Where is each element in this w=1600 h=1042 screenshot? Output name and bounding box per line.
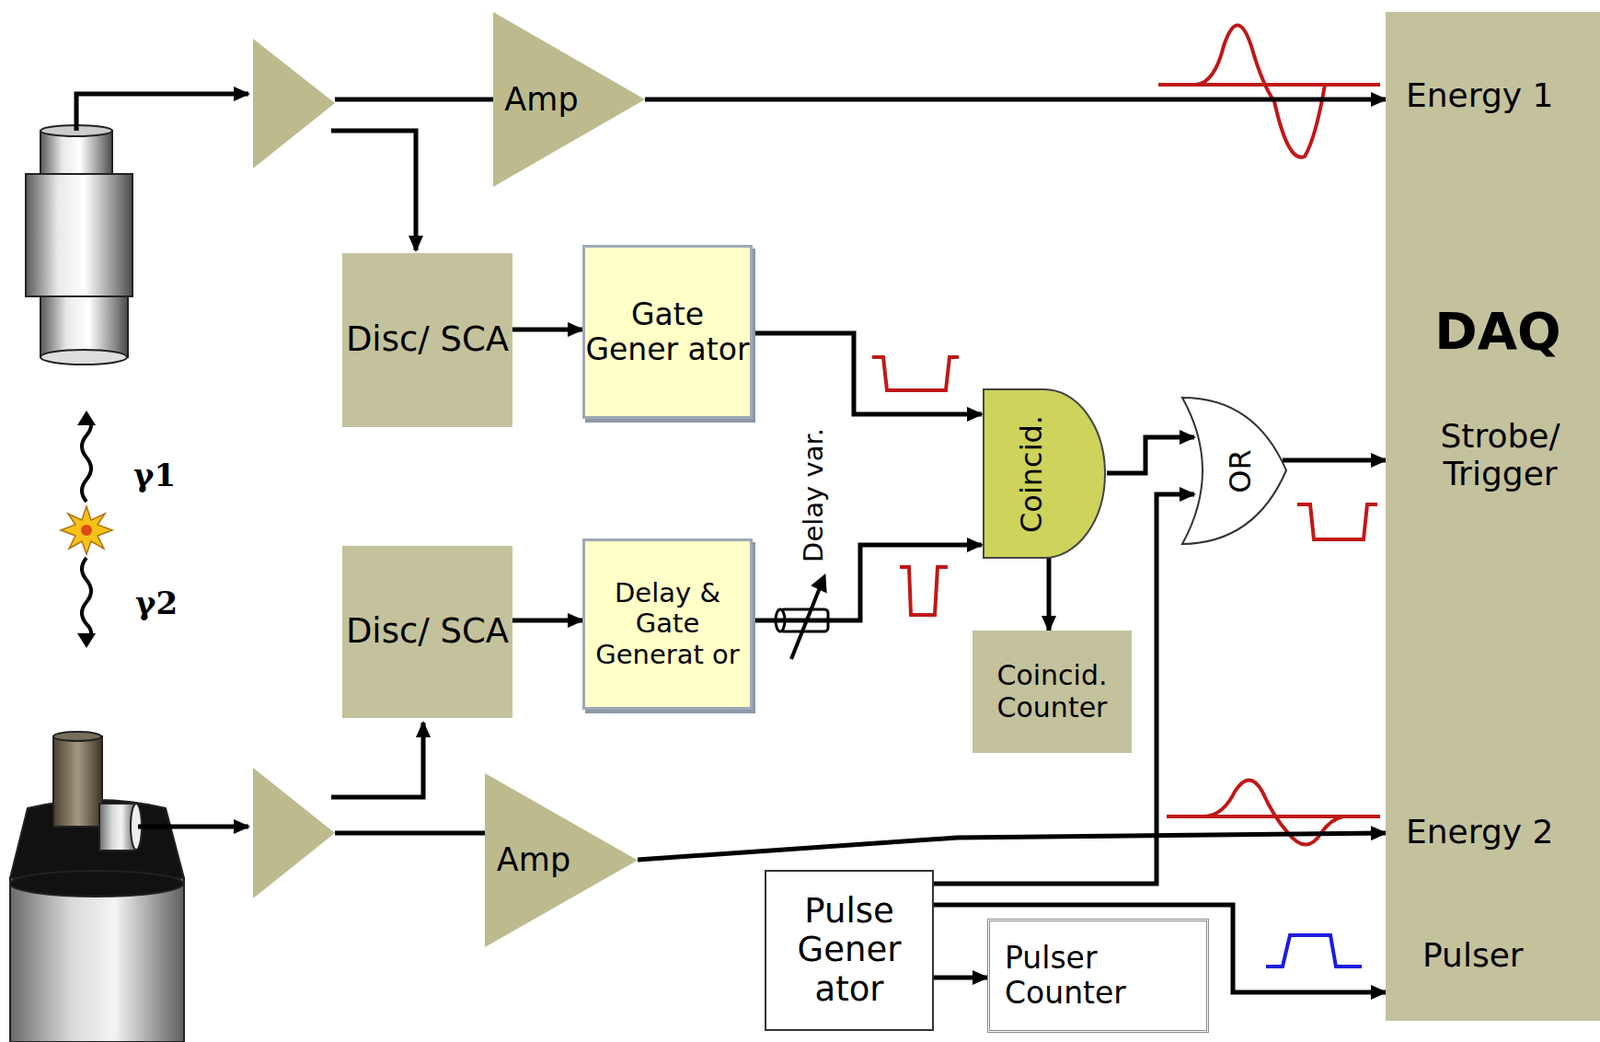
node-label: Delay & Gate Generat or bbox=[585, 577, 750, 670]
node-label: Coincid. Counter bbox=[972, 659, 1132, 724]
port-label: Energy 2 bbox=[1405, 812, 1595, 851]
port-label: Strobe/ Trigger bbox=[1405, 416, 1595, 494]
counter-box: Coincid. Counter bbox=[972, 630, 1132, 753]
node-label: Pulser Counter bbox=[1004, 940, 1207, 1011]
node-label: Amp bbox=[504, 80, 578, 118]
preamp-bottom bbox=[253, 767, 335, 898]
gate-generator-box: Gate Gener ator bbox=[582, 244, 753, 419]
delay-gate-generator-box: Delay & Gate Generat or bbox=[582, 538, 753, 710]
panel-title: DAQ bbox=[1405, 301, 1590, 361]
connector bbox=[1106, 437, 1195, 473]
connector bbox=[637, 832, 1386, 860]
node-label: Gate Gener ator bbox=[585, 297, 750, 368]
node-label: Amp bbox=[496, 840, 571, 878]
amplifier: Amp bbox=[493, 11, 645, 187]
delay-label: Delay var. bbox=[797, 427, 829, 563]
node-label: Coincid. bbox=[1014, 414, 1049, 532]
gamma-label: γ2 bbox=[135, 584, 178, 622]
node-label: OR bbox=[1222, 448, 1257, 493]
detector-top bbox=[25, 125, 133, 365]
connector bbox=[752, 333, 982, 415]
node-label: Pulse Gener ator bbox=[766, 891, 933, 1010]
disc-sca-box: Disc/ SCA bbox=[342, 253, 513, 427]
detector-bottom bbox=[10, 731, 185, 1042]
pulse-generator-box: Pulse Gener ator bbox=[764, 869, 934, 1031]
or-gate: OR bbox=[1181, 395, 1289, 546]
gamma-source bbox=[60, 410, 113, 648]
port-label: Energy 1 bbox=[1405, 76, 1595, 115]
node-label: Disc/ SCA bbox=[345, 320, 509, 360]
connector bbox=[1282, 458, 1386, 463]
gamma-label: γ1 bbox=[133, 456, 176, 494]
coincidence-unit: Coincid. bbox=[981, 387, 1107, 560]
disc-sca-box: Disc/ SCA bbox=[342, 545, 513, 718]
connector bbox=[512, 618, 583, 623]
wires bbox=[76, 93, 502, 833]
daq-panel: DAQ Energy 1 Strobe/ TriggerEnergy 2 Pulser bbox=[1385, 11, 1600, 1021]
counter-box: Pulser Counter bbox=[987, 918, 1209, 1033]
preamp-top bbox=[253, 38, 335, 169]
connector bbox=[933, 975, 988, 980]
port-label: Pulser bbox=[1422, 935, 1589, 974]
connector bbox=[752, 544, 982, 621]
connector bbox=[512, 327, 583, 333]
delay-cable bbox=[775, 575, 829, 659]
signal-sketches bbox=[872, 25, 1381, 967]
connector bbox=[1047, 555, 1052, 631]
connector bbox=[644, 97, 1386, 103]
amplifier: Amp bbox=[484, 772, 638, 947]
node-label: Disc/ SCA bbox=[345, 611, 509, 652]
